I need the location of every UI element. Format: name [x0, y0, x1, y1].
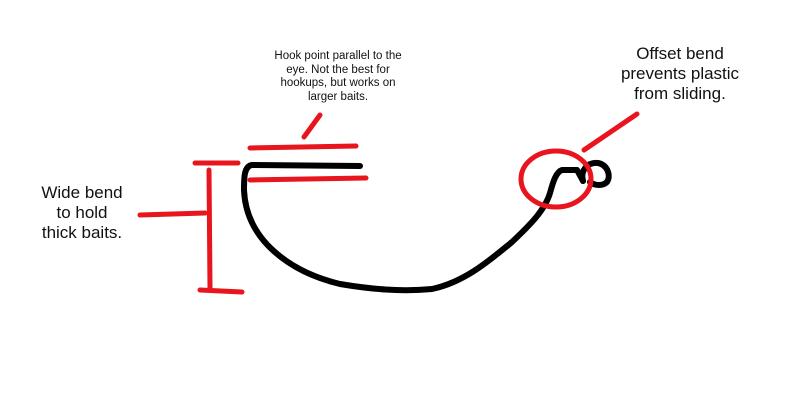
offset-bend-pointer	[581, 111, 640, 153]
hook-point-note: Hook point parallel to the eye. Not the …	[274, 50, 402, 103]
wide-bend-pointer	[137, 210, 208, 218]
hook-point-top-line	[247, 143, 359, 151]
wide-bend-bottom-cap	[197, 287, 245, 295]
offset-bend-note: Offset bend prevents plastic from slidin…	[620, 44, 740, 103]
hook-shank	[241, 162, 586, 294]
offset-bend-circle	[518, 148, 594, 210]
hook-point-pointer	[301, 112, 323, 140]
hook-point-bottom-line	[247, 175, 369, 183]
wide-bend-vertical	[206, 167, 213, 291]
wide-bend-note: Wide bend to hold thick baits.	[41, 183, 123, 242]
